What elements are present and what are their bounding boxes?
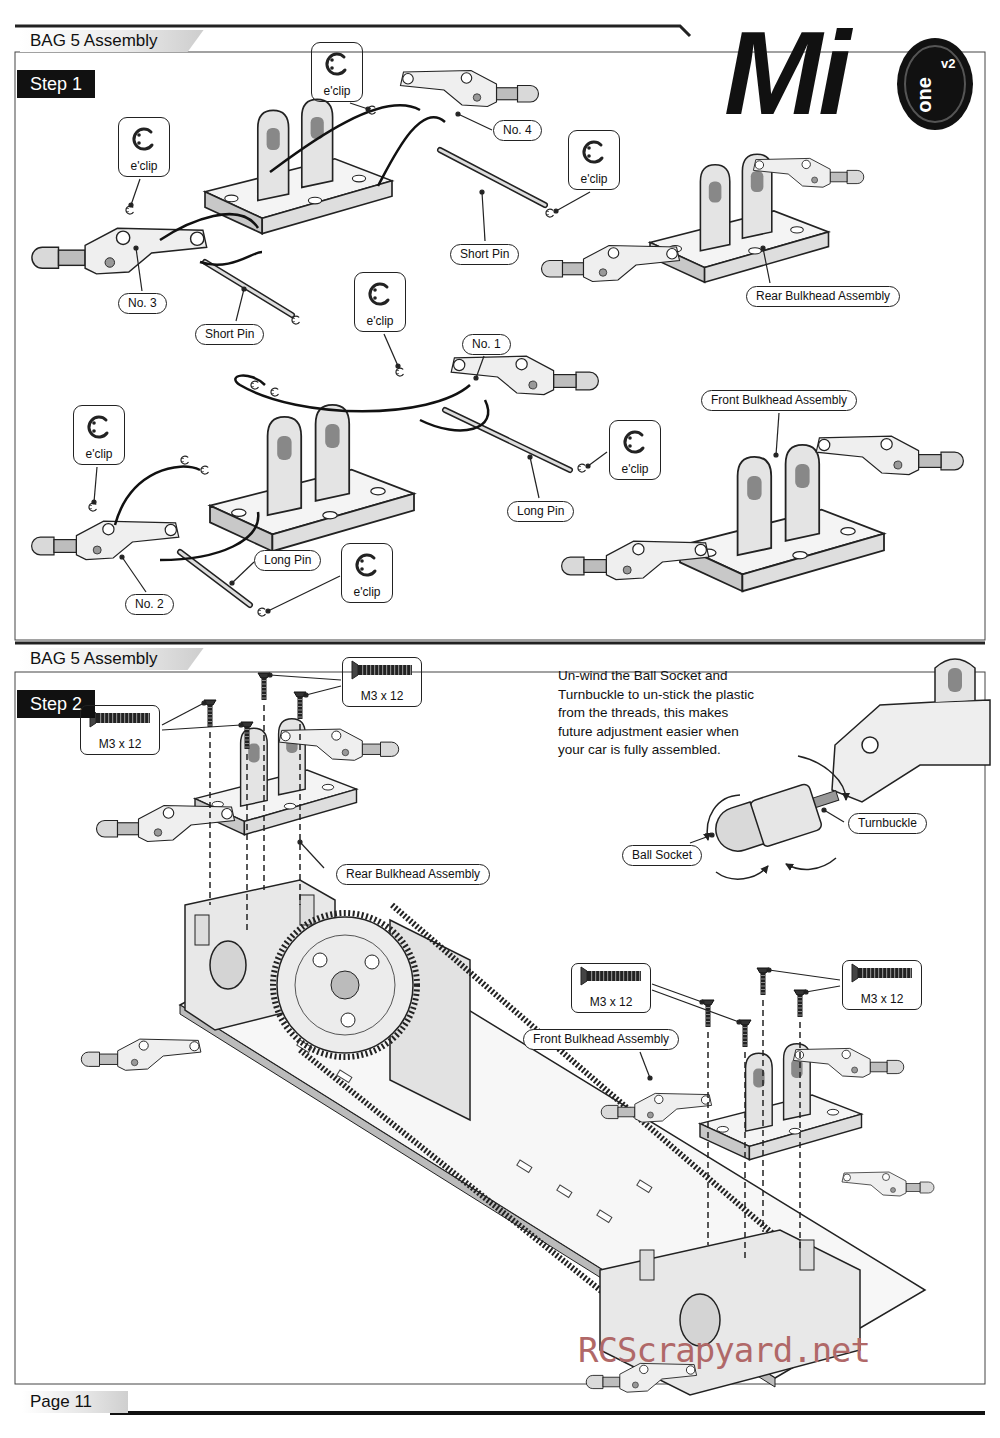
- rear-bulkhead-exploded: [32, 71, 553, 325]
- callout-text: M3 x 12: [99, 737, 142, 751]
- screw-callout: M3 x 12: [571, 963, 651, 1013]
- part-callout: Short Pin: [450, 244, 519, 265]
- logo-o: [897, 38, 973, 130]
- callout-text: Rear Bulkhead Assembly: [756, 289, 890, 303]
- part-callout: Short Pin: [195, 324, 264, 345]
- callout-text: Rear Bulkhead Assembly: [346, 867, 480, 881]
- part-callout: No. 3: [118, 293, 167, 314]
- front-bulkhead-assembled: [562, 436, 964, 591]
- callout-text: BAG 5 Assembly: [30, 31, 158, 50]
- eclip-callout: e'clip: [341, 543, 393, 603]
- leader-lines: [162, 673, 844, 1080]
- eclip-callout: e'clip: [311, 42, 363, 102]
- screw-callout: M3 x 12: [80, 705, 160, 755]
- page-number: Page 11: [22, 1391, 128, 1413]
- screw-callout: M3 x 12: [342, 657, 422, 707]
- eclip-callout: e'clip: [73, 405, 125, 465]
- part-callout: Long Pin: [254, 550, 321, 571]
- chassis: [81, 880, 934, 1395]
- part-callout: Rear Bulkhead Assembly: [336, 864, 490, 885]
- eclip-callout: e'clip: [354, 272, 406, 332]
- rear-bulkhead-assembled: [542, 154, 864, 282]
- eclip-callout: e'clip: [118, 117, 170, 177]
- callout-text: Step 1: [30, 74, 82, 94]
- section-header: BAG 5 Assembly: [20, 648, 204, 670]
- callout-text: e'clip: [622, 462, 649, 476]
- rear-bulkhead-upper: [97, 719, 399, 842]
- eclip-callout: e'clip: [609, 420, 661, 480]
- callout-text: Short Pin: [205, 327, 254, 341]
- part-callout: Turnbuckle: [848, 813, 927, 834]
- leader-lines: [92, 103, 779, 613]
- logo-text: v2: [941, 56, 955, 71]
- callout-text: e'clip: [581, 172, 608, 186]
- part-callout: Rear Bulkhead Assembly: [746, 286, 900, 307]
- screws: [204, 673, 806, 1262]
- callout-text: e'clip: [324, 84, 351, 98]
- callout-text: Turnbuckle: [858, 816, 917, 830]
- callout-text: e'clip: [131, 159, 158, 173]
- callout-text: No. 2: [135, 597, 164, 611]
- callout-text: Short Pin: [460, 247, 509, 261]
- step-badge: Step 2: [17, 690, 95, 718]
- logo-text: one: [913, 77, 935, 113]
- part-callout: No. 2: [125, 594, 174, 615]
- eclip-callout: e'clip: [568, 130, 620, 190]
- section-header: BAG 5 Assembly: [20, 30, 204, 52]
- part-callout: Ball Socket: [622, 845, 702, 866]
- part-callout: Front Bulkhead Assembly: [701, 390, 857, 411]
- callout-text: e'clip: [86, 447, 113, 461]
- callout-text: Ball Socket: [632, 848, 692, 862]
- instruction-note: Un-wind the Ball Socket and Turnbuckle t…: [558, 667, 763, 760]
- callout-text: BAG 5 Assembly: [30, 649, 158, 668]
- front-bulkhead-exploded: [32, 356, 599, 616]
- callout-text: M3 x 12: [590, 995, 633, 1009]
- callout-text: Long Pin: [264, 553, 311, 567]
- callout-text: No. 4: [503, 123, 532, 137]
- callout-text: Front Bulkhead Assembly: [711, 393, 847, 407]
- step-badge: Step 1: [17, 70, 95, 98]
- part-callout: Front Bulkhead Assembly: [523, 1029, 679, 1050]
- callout-text: e'clip: [354, 585, 381, 599]
- logo-text: Mi: [724, 8, 847, 138]
- callout-text: No. 3: [128, 296, 157, 310]
- watermark: RCScrapyard.net: [578, 1330, 870, 1370]
- callout-text: Long Pin: [517, 504, 564, 518]
- callout-text: Step 2: [30, 694, 82, 714]
- part-callout: No. 1: [462, 334, 511, 355]
- callout-text: M3 x 12: [361, 689, 404, 703]
- part-callout: Long Pin: [507, 501, 574, 522]
- page-frame: [15, 26, 985, 1413]
- screw-callout: M3 x 12: [842, 960, 922, 1010]
- callout-text: M3 x 12: [861, 992, 904, 1006]
- front-bulkhead-upper: [601, 1044, 904, 1160]
- callout-text: e'clip: [367, 314, 394, 328]
- part-callout: No. 4: [493, 120, 542, 141]
- callout-text: Front Bulkhead Assembly: [533, 1032, 669, 1046]
- callout-icons: [89, 54, 912, 985]
- callout-text: No. 1: [472, 337, 501, 351]
